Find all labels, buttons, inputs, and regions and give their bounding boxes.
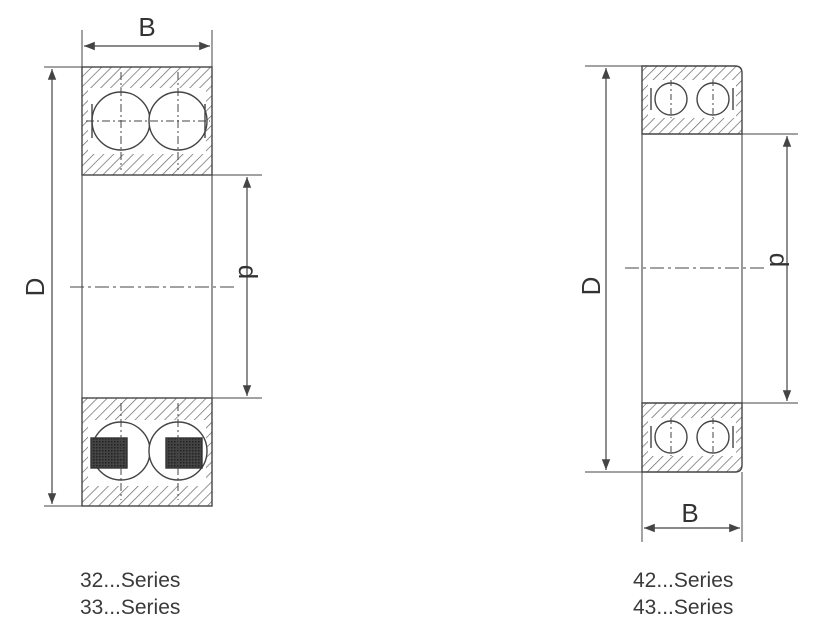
left-bearing [44, 30, 262, 507]
left-outer-diameter-label: D [20, 278, 50, 297]
left-width-label: B [138, 12, 155, 42]
series-line: 33...Series [80, 596, 181, 619]
left-top-section [81, 66, 213, 176]
right-bearing [585, 65, 798, 542]
right-top-section [641, 65, 743, 135]
rubber-seal-icon [165, 437, 203, 469]
right-series-caption: 42...Series 43...Series [633, 567, 733, 621]
left-bore-label: d [233, 265, 263, 279]
right-bore-label: d [764, 253, 794, 267]
rubber-seal-icon [90, 437, 128, 469]
right-width-label: B [681, 498, 698, 528]
right-bottom-section [641, 402, 743, 473]
left-series-caption: 32...Series 33...Series [80, 567, 180, 621]
left-bottom-section [81, 397, 213, 507]
series-line: 42...Series [633, 569, 734, 592]
series-line: 43...Series [633, 596, 734, 619]
right-outer-diameter-label: D [576, 277, 606, 296]
series-line: 32...Series [80, 569, 181, 592]
